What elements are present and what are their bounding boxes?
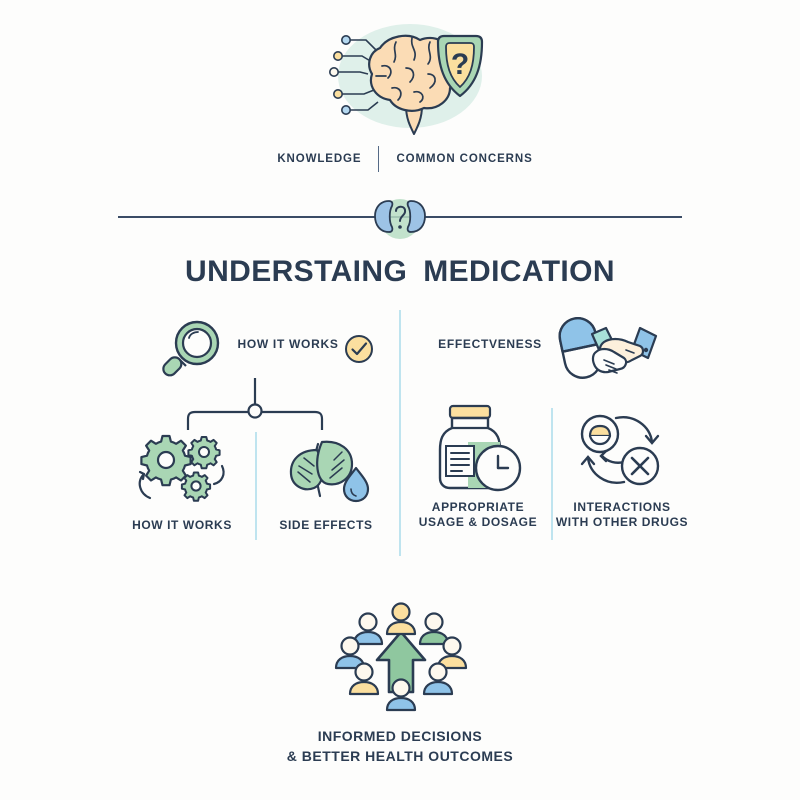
page-title: UNDERSTAING MEDICATION (0, 255, 800, 289)
tree-connector (186, 378, 324, 430)
label-effectiveness: EFFECTVENESS (438, 337, 542, 351)
label-interactions-line-2: WITH OTHER DRUGS (555, 515, 689, 529)
medicine-bottle-clock-icon (438, 404, 522, 492)
top-label-separator (378, 146, 380, 172)
bottom-caption-line-2: & BETTER HEALTH OUTCOMES (286, 748, 514, 764)
bottom-caption-line-1: INFORMED DECISIONS (317, 728, 483, 744)
middle-center-divider (399, 310, 401, 556)
leaf-droplet-icon (289, 440, 370, 503)
left-sub-divider (255, 432, 257, 540)
title-part-one: UNDERSTAING (185, 255, 408, 288)
label-common-concerns: COMMON CONCERNS (396, 153, 533, 165)
gears-icon (138, 434, 225, 502)
how-it-works-top-label: HOW IT WORKS (237, 337, 339, 351)
handshake-pill-icon (558, 317, 658, 379)
check-circle-icon (345, 335, 373, 363)
people-growth-arrow-icon (334, 602, 468, 712)
svg-text:?: ? (451, 48, 469, 81)
title-part-two: MEDICATION (423, 255, 615, 288)
label-drug-interactions: INTERACTIONS WITH OTHER DRUGS (552, 500, 692, 530)
knowledge-concerns-section: ? KNOWLEDGE COMMON CONCERNS (0, 0, 800, 200)
label-knowledge: KNOWLEDGE (277, 153, 362, 165)
top-label-group: KNOWLEDGE COMMON CONCERNS (240, 146, 570, 172)
drug-interactions-icon (580, 414, 660, 486)
label-how-it-works: HOW IT WORKS (132, 518, 232, 532)
right-sub-divider (551, 408, 553, 540)
label-usage-line-2: USAGE & DOSAGE (418, 515, 538, 529)
brain-shield-question-illustration: ? (328, 24, 484, 135)
magnifier-icon (162, 320, 220, 377)
label-interactions-line-1: INTERACTIONS (573, 500, 671, 514)
label-appropriate-usage: APPROPRIATE USAGE & DOSAGE (412, 500, 544, 530)
label-usage-line-1: APPROPRIATE (431, 500, 525, 514)
bottom-caption: INFORMED DECISIONS & BETTER HEALTH OUTCO… (200, 726, 600, 766)
kidney-question-badge-icon (374, 199, 426, 239)
label-side-effects: SIDE EFFECTS (279, 518, 373, 532)
